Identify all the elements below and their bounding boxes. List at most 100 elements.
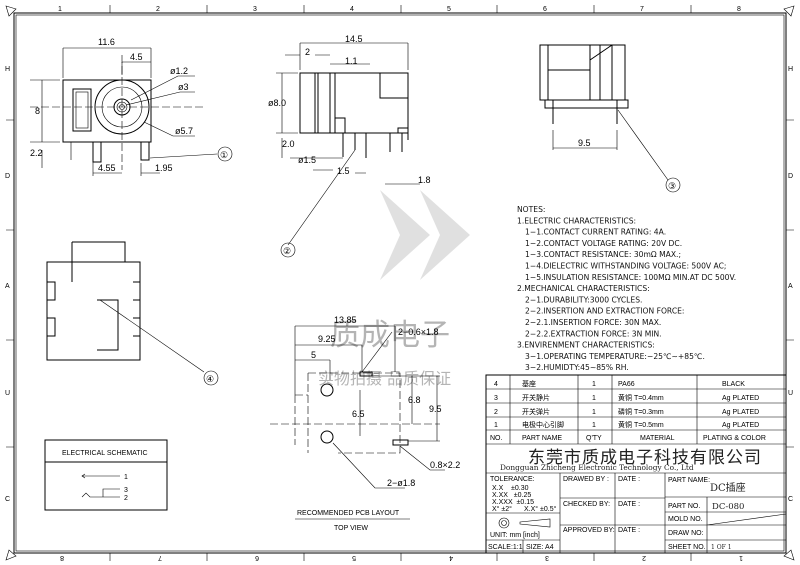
row-label: D bbox=[5, 173, 10, 180]
bom-part-name: 开关弹片 bbox=[522, 407, 550, 416]
bom-no: 1 bbox=[494, 422, 498, 429]
mold-no-label: MOLD NO. bbox=[668, 516, 703, 523]
column-label: 5 bbox=[447, 6, 451, 13]
dim-holes: 2−ø1.8 bbox=[387, 478, 415, 488]
note-line: 1−1.CONTACT CURRENT RATING: 4A. bbox=[525, 228, 666, 237]
note-line: 1−2.CONTACT VOLTAGE RATING: 20V DC. bbox=[525, 239, 682, 248]
dim-slot: 2−0.6×1.8 bbox=[398, 327, 439, 337]
unit-label: UNIT: mm [inch] bbox=[490, 532, 540, 539]
column-label: 8 bbox=[737, 6, 741, 13]
column-label: 6 bbox=[255, 554, 259, 561]
side-view: 14.5 2 1.1 ø8.0 2.0 ø1.5 1.5 1.8 ② bbox=[268, 34, 431, 258]
bom-part-name: 开关静片 bbox=[522, 393, 550, 402]
tolerance-3: X.XXX ±0.15 bbox=[492, 499, 534, 506]
bom-plating: BLACK bbox=[722, 381, 745, 388]
bom-part-name: 基座 bbox=[522, 379, 536, 388]
note-line: 2−2.INSERTION AND EXTRACTION FORCE: bbox=[525, 307, 684, 316]
balloon-2: ② bbox=[283, 246, 291, 256]
balloon-3: ③ bbox=[668, 181, 676, 191]
bom-material: PA66 bbox=[618, 381, 635, 388]
balloon-1: ① bbox=[220, 150, 228, 160]
dim-pad: 0.8×2.2 bbox=[430, 460, 460, 470]
company-name-cn: 东莞市质成电子科技有限公司 bbox=[528, 448, 762, 468]
tolerance-angle-1: X° ±2° bbox=[492, 505, 512, 513]
note-line: NOTES: bbox=[517, 205, 545, 214]
bom-header-qty: Q'TY bbox=[586, 435, 602, 442]
bom-plating: Ag PLATED bbox=[722, 395, 759, 402]
row-label: A bbox=[5, 283, 10, 290]
dim-9-25: 9.25 bbox=[318, 334, 336, 344]
tolerance-angle-2: X.X° ±0.5° bbox=[524, 505, 557, 513]
dim-height: 8 bbox=[35, 106, 40, 116]
column-label: 4 bbox=[449, 554, 453, 561]
tolerance-1: X.X ±0.30 bbox=[492, 485, 529, 492]
note-line: 2−1.DURABILITY:3000 CYCLES. bbox=[525, 295, 642, 304]
bom-header-no: NO. bbox=[490, 435, 503, 442]
tolerance-2: X.XX ±0.25 bbox=[492, 492, 531, 499]
dim-pin-right: 1.8 bbox=[418, 175, 431, 185]
dim-6-8: 6.8 bbox=[408, 395, 421, 405]
tolerance-label: TOLERANCE: bbox=[490, 476, 535, 483]
draw-no-label: DRAW NO: bbox=[668, 530, 704, 537]
date-label-2: DATE : bbox=[618, 501, 640, 508]
row-label: D bbox=[788, 173, 793, 180]
watermark-slogan: 实物拍摄 品质保证 bbox=[318, 369, 451, 388]
row-label: A bbox=[788, 283, 793, 290]
dim-pin-right: 1.95 bbox=[155, 163, 173, 173]
dim-dia-3: ø5.7 bbox=[175, 126, 193, 136]
electrical-schematic: ELECTRICAL SCHEMATIC 1 3 2 bbox=[44, 439, 168, 511]
column-label: 2 bbox=[642, 554, 646, 561]
date-label-1: DATE : bbox=[618, 476, 640, 483]
column-label: 8 bbox=[60, 554, 64, 561]
column-label: 3 bbox=[545, 554, 549, 561]
bom-qty: 1 bbox=[592, 381, 596, 388]
note-line: 1.ELECTRIC CHARACTERISTICS: bbox=[517, 216, 636, 225]
notes: NOTES: 1.ELECTRIC CHARACTERISTICS: 1−1.CO… bbox=[517, 205, 736, 372]
row-label: C bbox=[788, 496, 793, 503]
bom-material: 磷铜 T=0.3mm bbox=[618, 407, 664, 416]
column-label: 2 bbox=[156, 6, 160, 13]
note-line: 1−4.DIELECTRIC WITHSTANDING VOLTAGE: 500… bbox=[525, 262, 726, 271]
part-no-value: DC-080 bbox=[712, 502, 744, 512]
drawed-by-label: DRAWED BY : bbox=[563, 476, 609, 483]
bom-material: 黄铜 T=0.4mm bbox=[618, 393, 664, 402]
bom-no: 4 bbox=[494, 381, 498, 388]
sheet-no-label: SHEET NO. bbox=[668, 544, 706, 551]
checked-by-label: CHECKED BY: bbox=[563, 501, 610, 508]
column-label: 3 bbox=[253, 6, 257, 13]
pin-label-1: 1 bbox=[124, 474, 128, 481]
dim-dia-2: ø3 bbox=[178, 82, 189, 92]
pcb-subtitle: TOP VIEW bbox=[334, 525, 368, 532]
schematic-title: ELECTRICAL SCHEMATIC bbox=[62, 450, 148, 457]
column-label: 5 bbox=[352, 554, 356, 561]
row-label: U bbox=[5, 390, 10, 397]
projection-symbol-icon bbox=[498, 517, 551, 529]
right-view: 9.5 ③ bbox=[539, 44, 681, 193]
bom-qty: 1 bbox=[592, 395, 596, 402]
dim-dia-1: ø1.2 bbox=[170, 66, 188, 76]
dim-pin-left: 4.55 bbox=[98, 163, 116, 173]
column-label: 6 bbox=[543, 6, 547, 13]
row-label: H bbox=[5, 66, 10, 73]
bom-qty: 1 bbox=[592, 422, 596, 429]
dim-small: 1.1 bbox=[345, 56, 358, 66]
note-line: 2−2.1.INSERTION FORCE: 30N MAX. bbox=[525, 318, 661, 327]
bom-plating: Ag PLATED bbox=[722, 422, 759, 429]
note-line: 1−3.CONTACT RESISTANCE: 30mΩ MAX.; bbox=[525, 250, 681, 259]
dim-pin-dia: ø1.5 bbox=[298, 155, 316, 165]
dim-13-85: 13.85 bbox=[334, 315, 357, 325]
column-label: 7 bbox=[640, 6, 644, 13]
dim-hole-spacing: 6.5 bbox=[352, 409, 365, 419]
bom-header-material: MATERIAL bbox=[640, 435, 675, 442]
dim-5: 5 bbox=[311, 350, 316, 360]
column-label: 4 bbox=[350, 6, 354, 13]
pin-label-2: 2 bbox=[124, 495, 128, 502]
note-line: 3−2.HUMIDTY:45~85% RH. bbox=[525, 363, 629, 372]
dim-diameter: ø8.0 bbox=[268, 98, 286, 108]
bom-plating: Ag PLATED bbox=[722, 409, 759, 416]
bom-no: 2 bbox=[494, 409, 498, 416]
title-block: TOLERANCE: X.X ±0.30 X.XX ±0.25 X.XXX ±0… bbox=[486, 473, 787, 553]
watermark-title: 质成电子 bbox=[330, 318, 450, 353]
bom-material: 黄铜 T=0.5mm bbox=[618, 420, 664, 429]
